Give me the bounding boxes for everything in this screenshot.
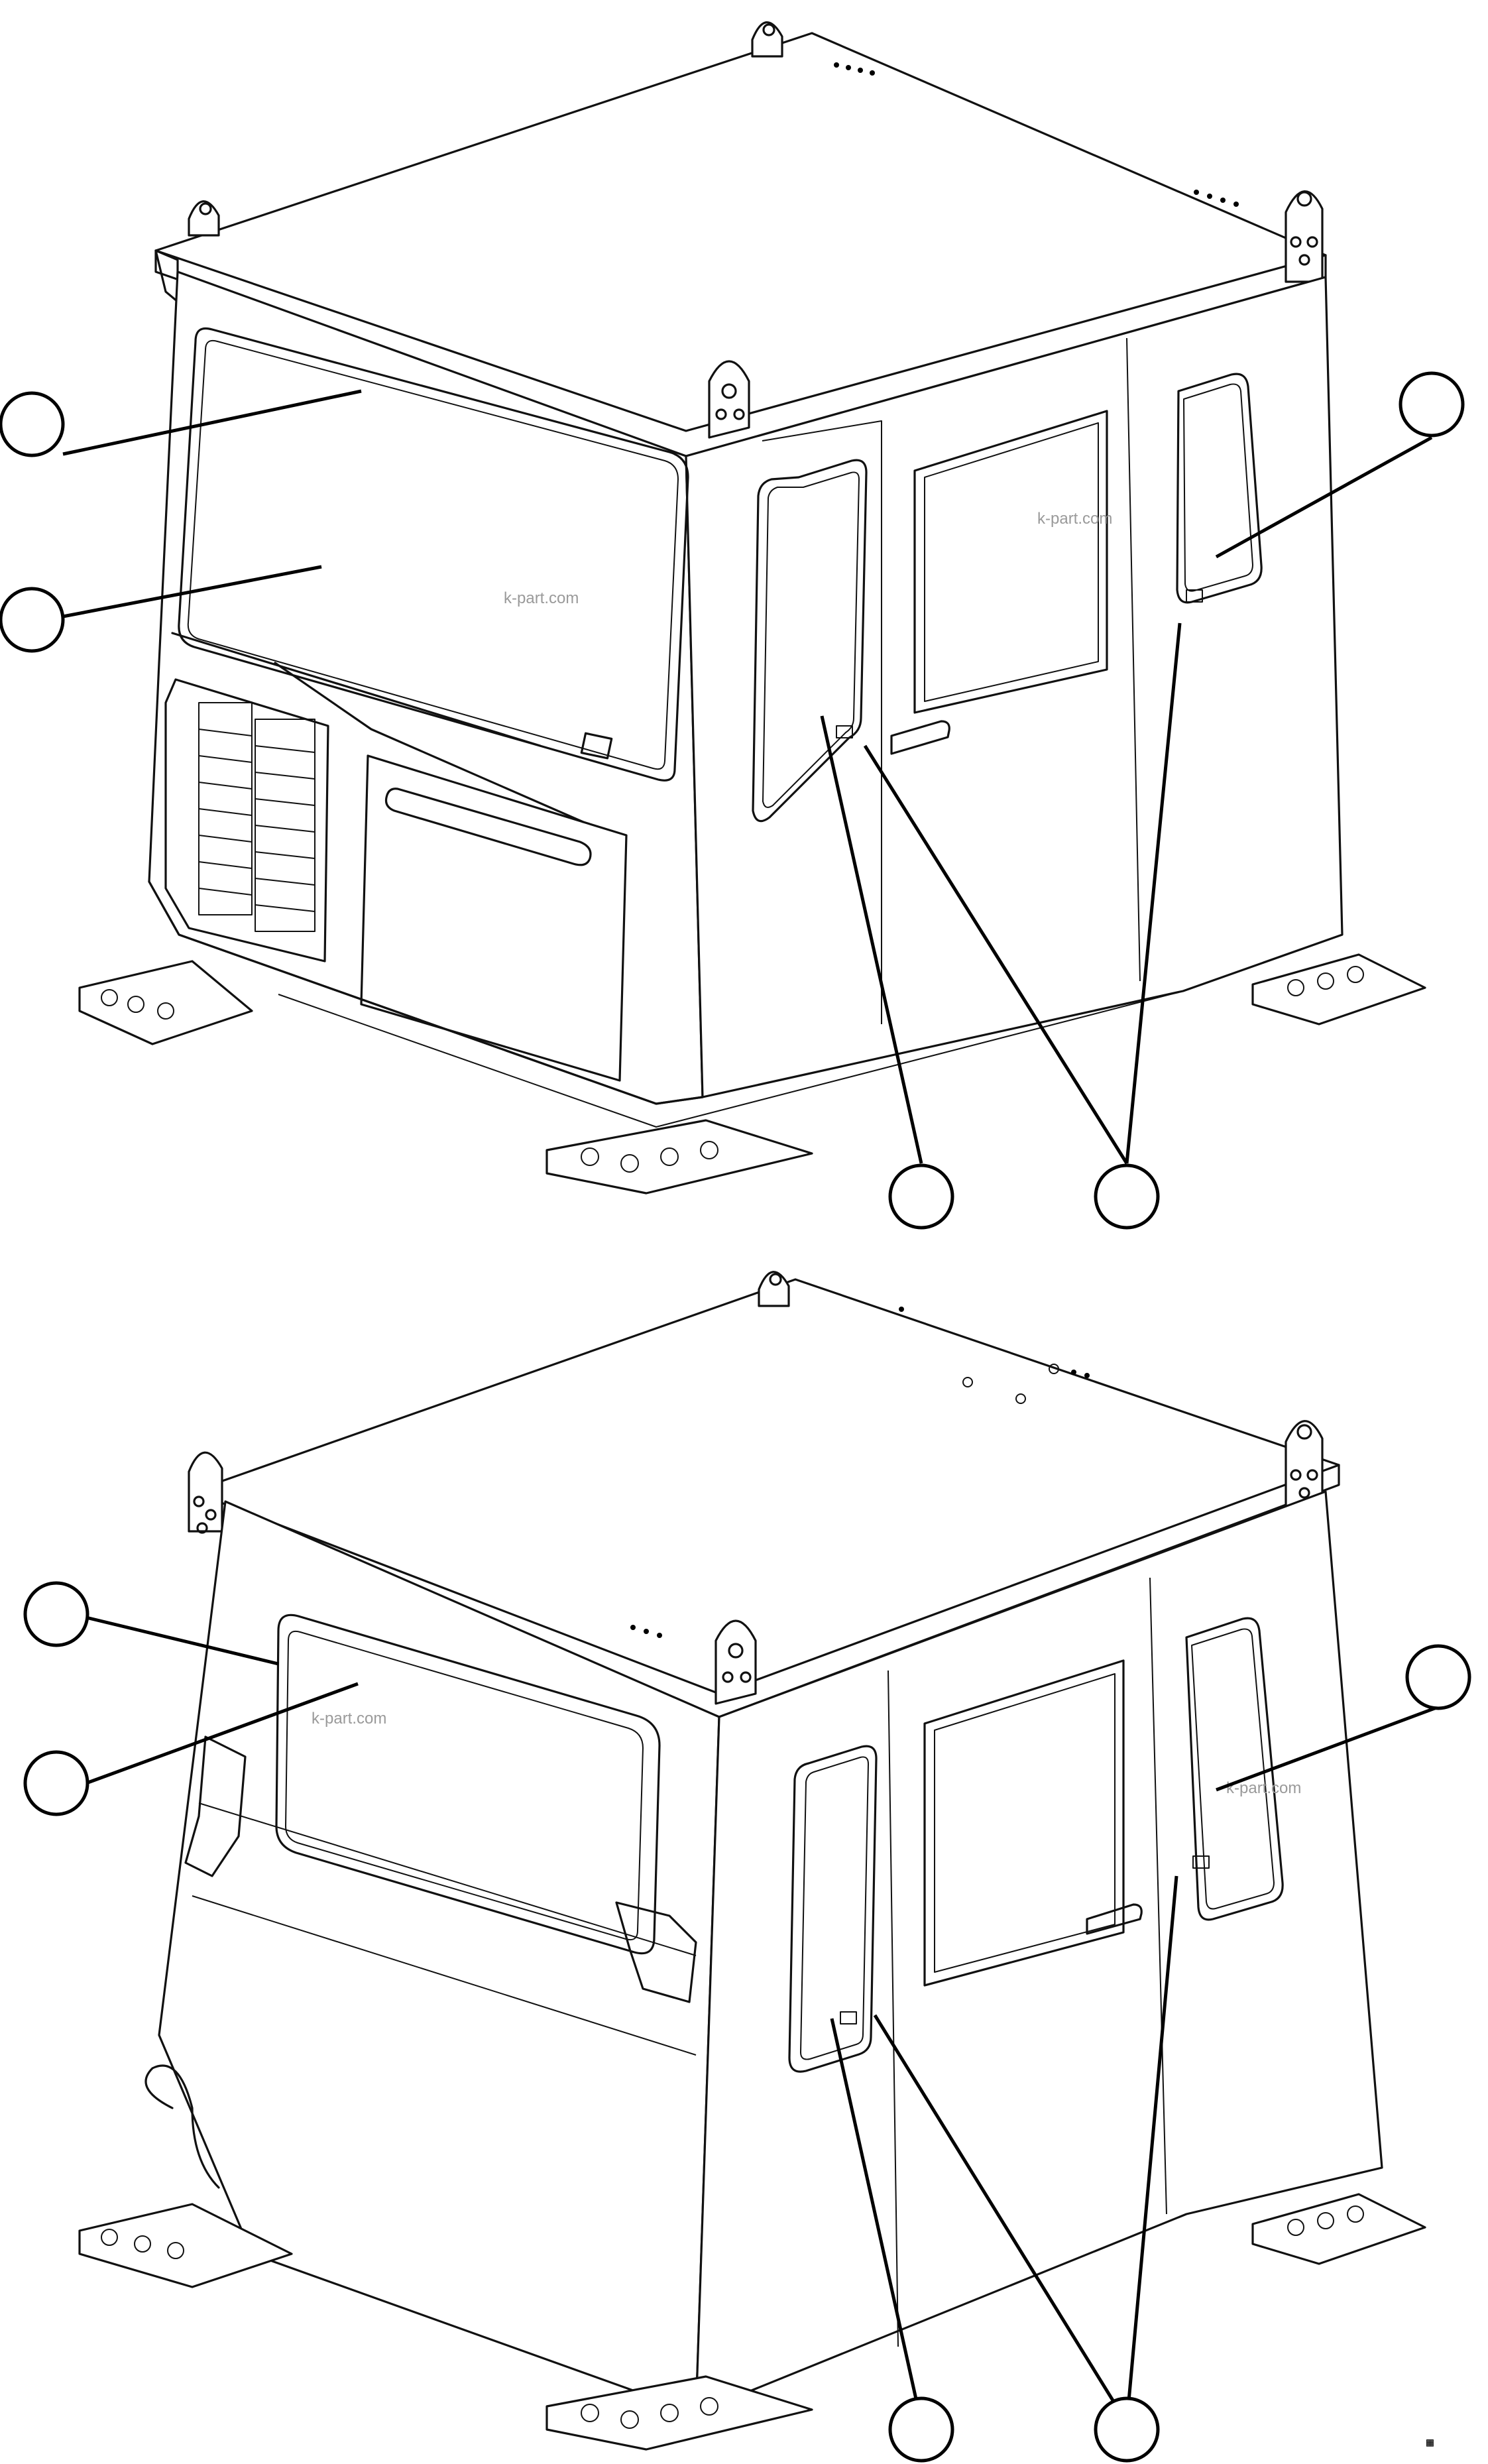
- lifting-eye: [751, 21, 783, 58]
- callout-bubble: [0, 587, 65, 653]
- mounting-foot: [78, 960, 253, 1045]
- callout-bubble: [1399, 371, 1465, 438]
- mounting-foot: [545, 2375, 813, 2451]
- door-window: [913, 410, 1108, 714]
- lifting-eye: [1285, 1420, 1324, 1513]
- callout-bubble: [23, 1581, 89, 1647]
- lifting-eye: [708, 360, 750, 439]
- lifting-eye: [188, 200, 220, 237]
- front-windshield: [178, 327, 689, 782]
- mounting-bracket: [615, 1901, 697, 2003]
- callout-bubble: [888, 1163, 954, 1230]
- side-window-left: [788, 1745, 878, 2073]
- callout-bubble: [0, 391, 65, 457]
- door-handle: [890, 720, 950, 755]
- rear-wall: [158, 1500, 720, 2414]
- side-window-right: [1185, 1617, 1284, 1921]
- side-window-left: [752, 459, 868, 823]
- callout-bubble: [1405, 1644, 1471, 1710]
- lifting-eye: [188, 1451, 223, 1534]
- callout-bubble: [888, 2396, 954, 2463]
- rear-window: [275, 1613, 661, 1955]
- page-code: ▦: [1426, 2437, 1434, 2450]
- callout-bubble: [23, 1750, 89, 1816]
- mounting-bracket: [184, 1735, 247, 1877]
- roof-fasteners: [630, 1307, 1090, 1638]
- watermark: k-part.com: [1037, 510, 1112, 528]
- watermark: k-part.com: [312, 1710, 386, 1728]
- vent-grille: [164, 678, 329, 963]
- cable: [144, 2064, 220, 2189]
- mounting-foot: [1251, 953, 1426, 1026]
- grille-slats: [198, 702, 315, 932]
- door-handle: [1086, 1903, 1143, 1935]
- wiper-arm: [274, 662, 585, 823]
- lifting-eye: [758, 1271, 790, 1307]
- cab-front-view: k-part.com k-part.com: [78, 21, 1426, 1195]
- callout-bubble: [1094, 1163, 1160, 1230]
- callout-bubble: [1094, 2396, 1160, 2463]
- lifting-eye: [715, 1619, 757, 1705]
- access-panel: [360, 754, 628, 1082]
- roof-fasteners: [834, 62, 1239, 207]
- door-window: [923, 1659, 1125, 1987]
- lifting-eye: [1285, 190, 1324, 283]
- side-window-right: [1176, 373, 1263, 604]
- callouts: [0, 371, 1471, 2463]
- cab-rear-view: k-part.com k-part.com: [78, 1271, 1426, 2451]
- mounting-foot: [78, 2203, 293, 2288]
- watermark: k-part.com: [504, 589, 579, 607]
- mounting-foot: [545, 1119, 813, 1195]
- mounting-foot: [1251, 2193, 1426, 2265]
